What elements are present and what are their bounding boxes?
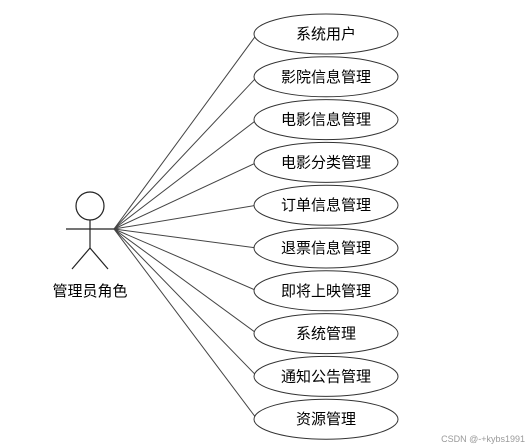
association-line — [113, 33, 258, 230]
use-case-ellipse — [253, 184, 399, 226]
use-case: 影院信息管理 — [253, 56, 399, 98]
use-case-label: 资源管理 — [296, 410, 356, 428]
association-line — [113, 204, 258, 230]
use-case: 系统管理 — [253, 313, 399, 355]
association-line — [113, 76, 258, 230]
association-line — [113, 228, 258, 420]
association-line — [113, 228, 258, 377]
association-line — [113, 228, 258, 292]
use-case: 电影信息管理 — [253, 99, 399, 141]
watermark-text: CSDN @-+kybs1991 — [441, 434, 525, 444]
use-case-ellipse — [253, 270, 399, 312]
actor-label: 管理员角色 — [52, 282, 127, 300]
use-case-label: 电影信息管理 — [281, 111, 371, 129]
use-case-label: 退票信息管理 — [281, 239, 371, 257]
use-case-ellipse — [253, 56, 399, 98]
association-line — [113, 161, 258, 230]
use-case-ellipse — [253, 313, 399, 355]
use-case-label: 系统管理 — [296, 325, 356, 343]
use-case: 通知公告管理 — [253, 355, 399, 397]
association-line — [113, 228, 258, 249]
use-case-label: 通知公告管理 — [281, 367, 371, 385]
actor-left-leg — [71, 247, 91, 270]
use-case: 订单信息管理 — [253, 184, 399, 226]
association-lines — [113, 33, 258, 420]
use-case-ellipse — [253, 141, 399, 183]
use-case-label: 电影分类管理 — [281, 153, 371, 171]
use-case-ellipse — [253, 227, 399, 269]
use-case: 即将上映管理 — [253, 270, 399, 312]
use-case-label: 即将上映管理 — [281, 282, 371, 300]
use-case-ellipse — [253, 13, 399, 55]
use-case-ellipse — [253, 355, 399, 397]
actor-head — [75, 191, 105, 221]
association-line — [113, 228, 258, 335]
use-case-ellipse — [253, 398, 399, 440]
association-line — [113, 119, 258, 230]
use-case: 电影分类管理 — [253, 141, 399, 183]
use-case-label: 订单信息管理 — [281, 196, 371, 214]
actor-right-leg — [89, 247, 109, 270]
use-case-group: 系统用户影院信息管理电影信息管理电影分类管理订单信息管理退票信息管理即将上映管理… — [253, 13, 399, 440]
use-case-label: 系统用户 — [296, 25, 356, 43]
use-case: 系统用户 — [253, 13, 399, 55]
use-case-label: 影院信息管理 — [281, 68, 371, 86]
use-case-ellipse — [253, 99, 399, 141]
use-case: 退票信息管理 — [253, 227, 399, 269]
use-case: 资源管理 — [253, 398, 399, 440]
admin-actor: 管理员角色 — [52, 191, 128, 300]
